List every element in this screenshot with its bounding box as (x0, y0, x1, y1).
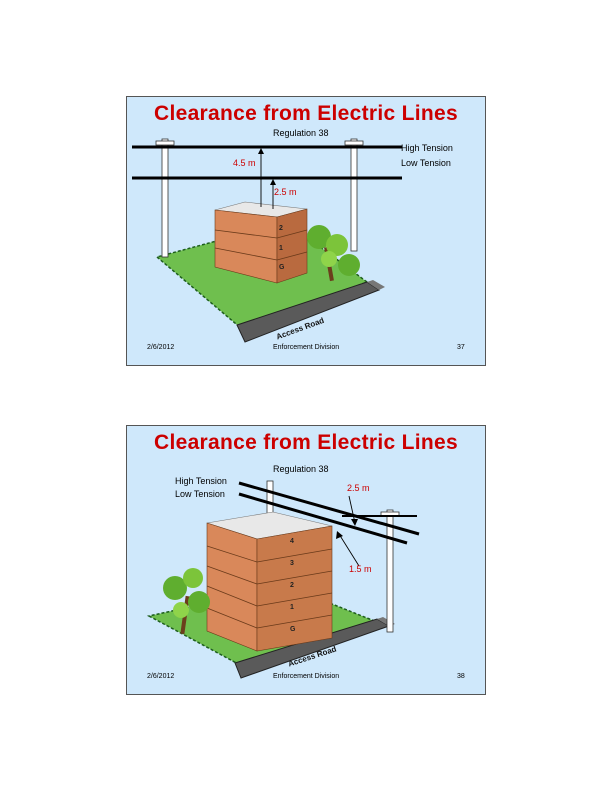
slide-title: Clearance from Electric Lines (154, 102, 458, 125)
pole-right (386, 509, 394, 633)
dimension-a: 2.5 m (347, 483, 370, 493)
floor-label: 2 (279, 225, 283, 232)
dim-arrow-b (338, 533, 360, 567)
floor-label: 1 (279, 245, 283, 252)
slide-37: Clearance from Electric Lines Regulation… (126, 96, 486, 366)
floor-label: 3 (290, 560, 294, 567)
building-right (256, 525, 333, 652)
high-tension-label: High Tension (401, 143, 453, 153)
slide-37-illustration (132, 138, 402, 343)
building-left (206, 522, 258, 652)
footer-division: Enforcement Division (273, 673, 340, 680)
footer-division: Enforcement Division (273, 344, 340, 351)
floor-label: 1 (290, 604, 294, 611)
footer-page-number: 37 (457, 344, 465, 351)
footer-date: 2/6/2012 (147, 344, 175, 351)
dimension-b: 2.5 m (274, 187, 297, 197)
floor-label: 2 (290, 582, 294, 589)
high-tension-label: High Tension (175, 476, 227, 486)
floor-label: G (290, 626, 296, 633)
regulation-label: Regulation 38 (273, 464, 329, 474)
pole-left (161, 138, 169, 258)
footer-page-number: 38 (457, 673, 465, 680)
high-tension-line (238, 481, 420, 536)
slide-38: Clearance from Electric Lines Regulation… (126, 425, 486, 695)
dim-arrow-a (348, 495, 356, 524)
building-right (276, 208, 308, 284)
dimension-a: 4.5 m (233, 158, 256, 168)
low-tension-line (238, 492, 408, 545)
tree-canopy (307, 225, 331, 249)
tree-canopy (163, 576, 187, 600)
floor-label: 4 (290, 538, 294, 545)
pole-right (350, 138, 358, 252)
footer-date: 2/6/2012 (147, 673, 175, 680)
slide-title: Clearance from Electric Lines (154, 431, 458, 454)
regulation-label: Regulation 38 (273, 128, 329, 138)
slide-38-illustration (146, 480, 420, 679)
floor-label: G (279, 264, 285, 271)
low-tension-label: Low Tension (175, 489, 225, 499)
dimension-b: 1.5 m (349, 564, 372, 574)
low-tension-label: Low Tension (401, 158, 451, 168)
